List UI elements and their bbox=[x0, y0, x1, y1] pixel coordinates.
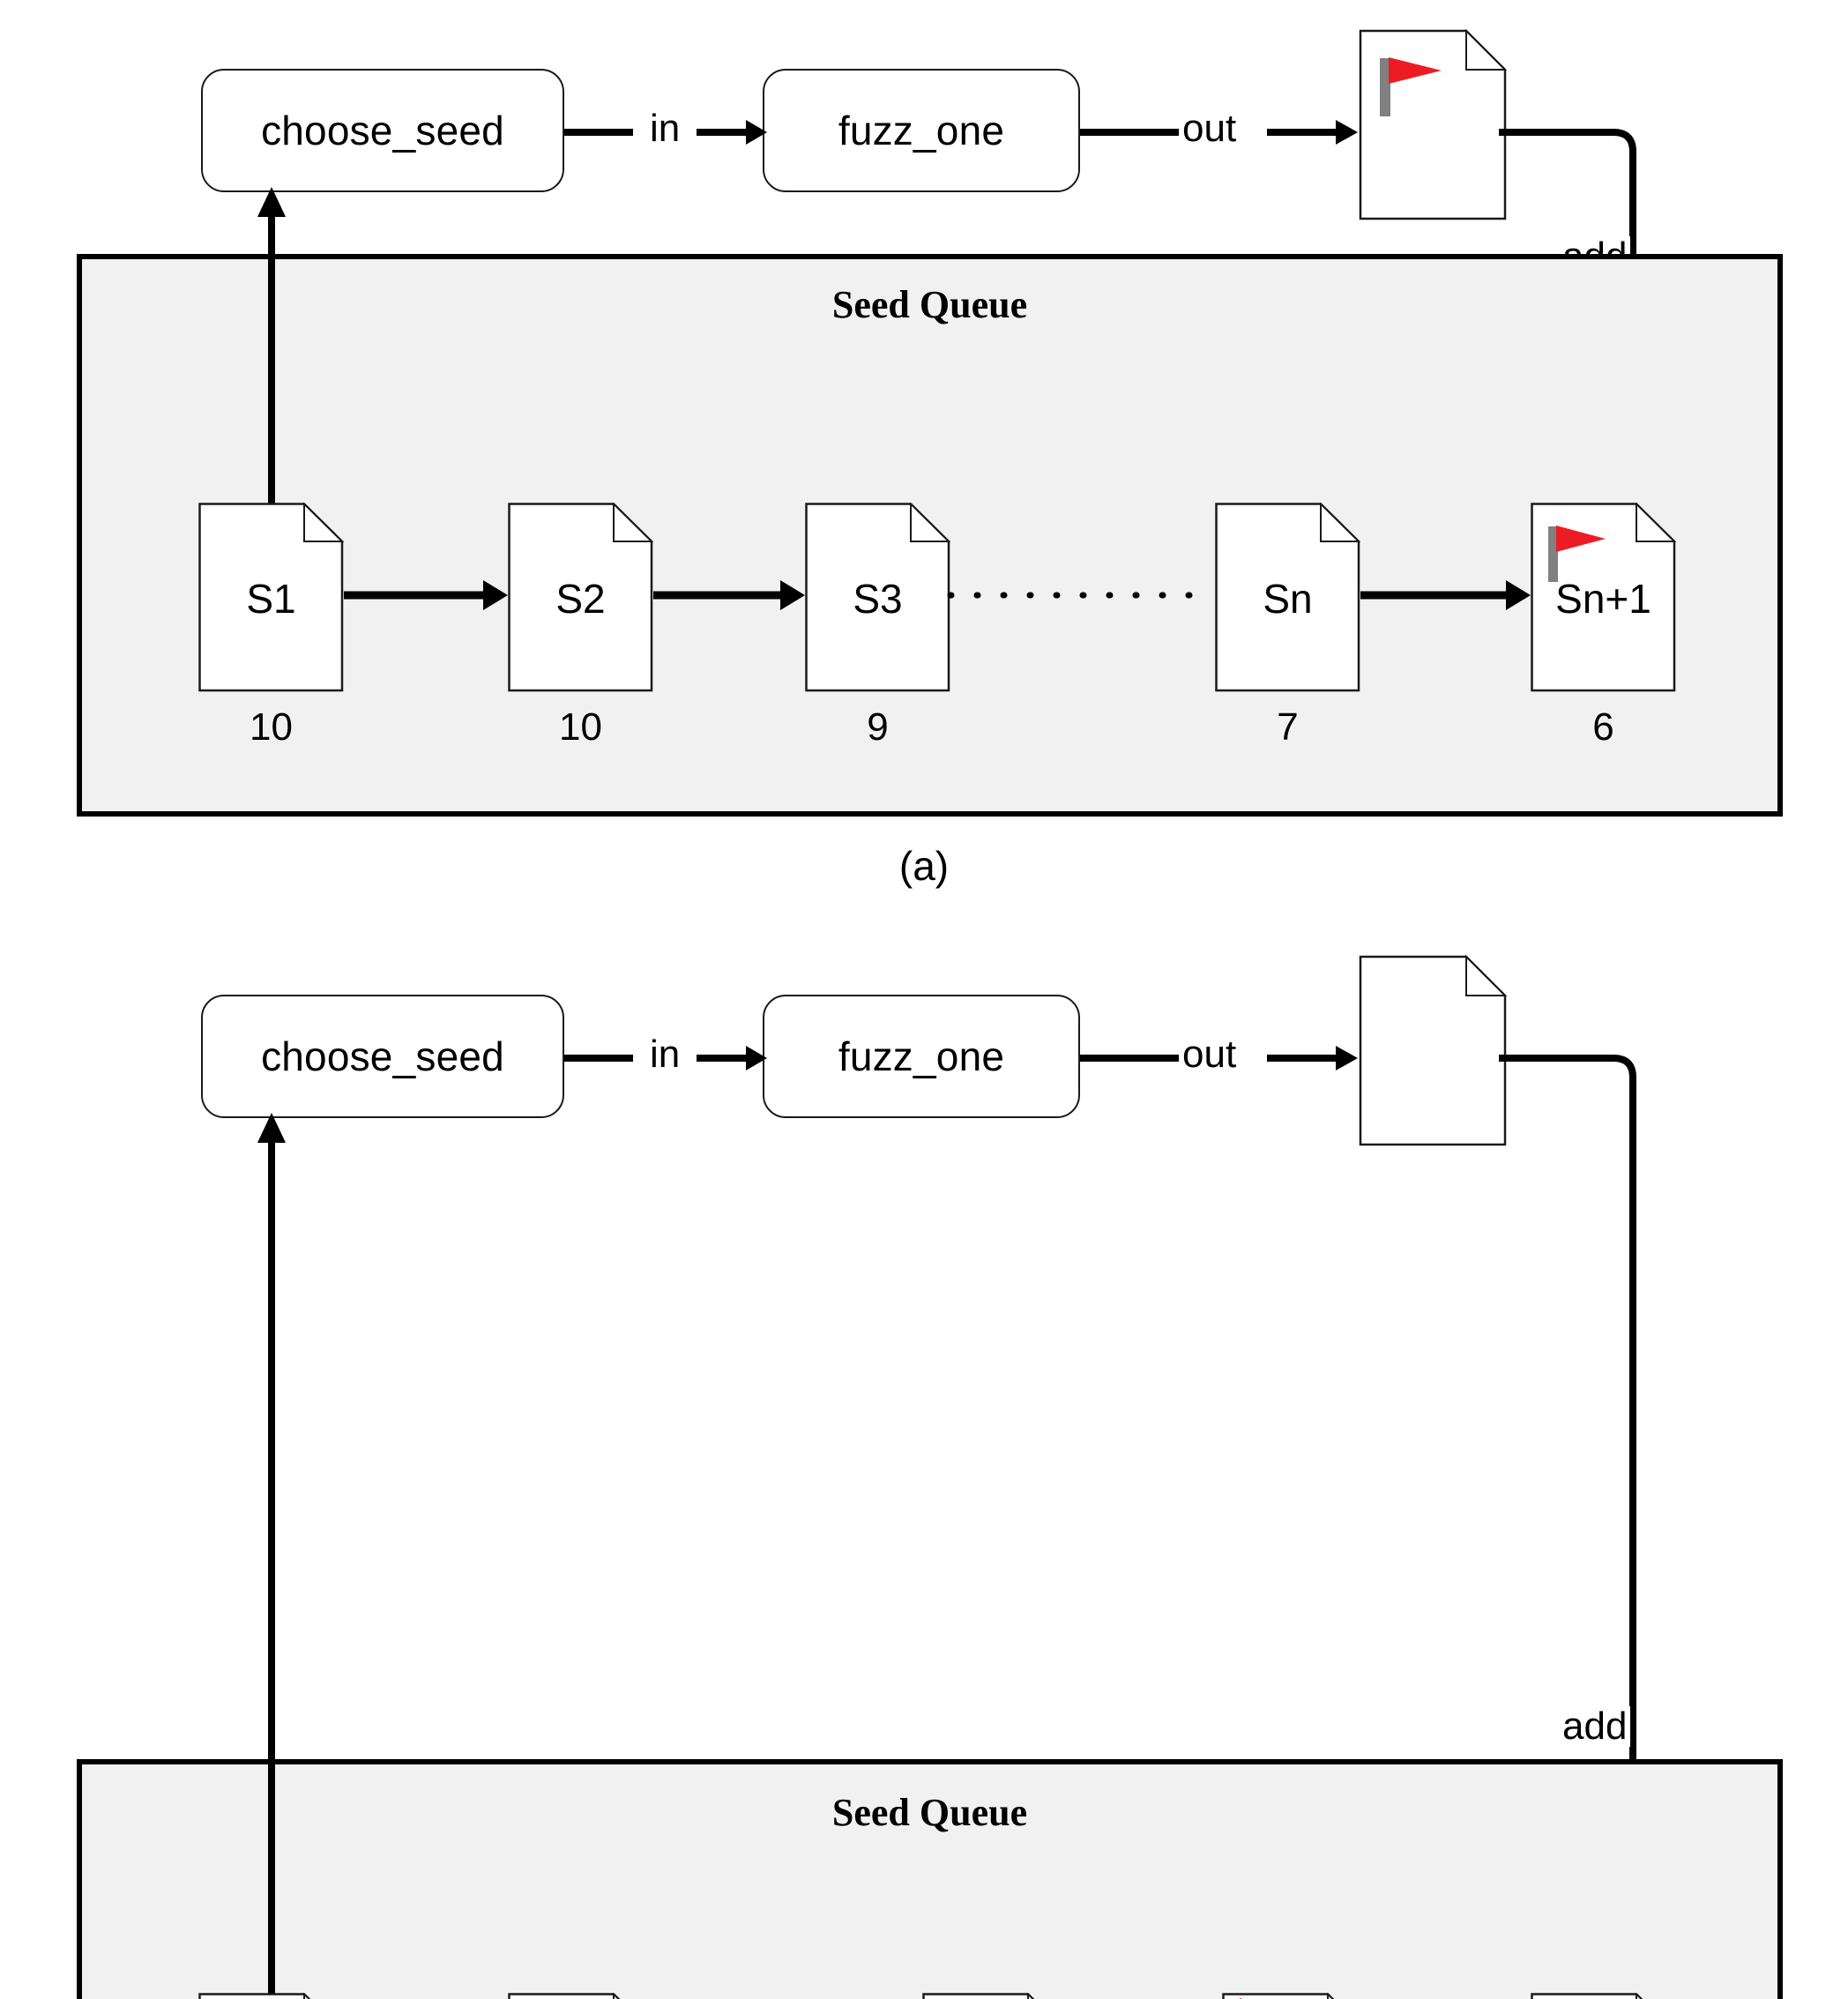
seed-queue-title-a: Seed Queue bbox=[831, 283, 1028, 326]
choose-seed-label-a: choose_seed bbox=[261, 108, 504, 153]
seed-energy-snplus1-a: 6 bbox=[1592, 705, 1614, 749]
fuzz-one-label-b: fuzz_one bbox=[838, 1033, 1005, 1079]
seed-doc-snplus1-b[interactable]: Sn+1 bbox=[1222, 1993, 1367, 1999]
seed-queue-title-b: Seed Queue bbox=[831, 1791, 1028, 1834]
edge-label-out-b: out bbox=[1179, 1033, 1241, 1076]
edge-queue-to-choose-a bbox=[254, 187, 289, 513]
choose-seed-box-a[interactable]: choose_seed bbox=[201, 69, 564, 192]
edge-sn-snp1-a bbox=[1360, 578, 1531, 613]
output-document-b[interactable] bbox=[1359, 955, 1507, 1146]
seed-doc-sn-a[interactable]: Sn bbox=[1215, 503, 1360, 692]
seed-energy-sn-a: 7 bbox=[1277, 705, 1299, 749]
seed-doc-snplus1-a[interactable]: Sn+1 bbox=[1531, 503, 1676, 692]
seed-doc-s3-a[interactable]: S3 bbox=[805, 503, 950, 692]
seed-doc-s3-b[interactable]: S3 bbox=[508, 1993, 653, 1999]
seed-queue-box-b bbox=[77, 1759, 1783, 1999]
choose-seed-box-b[interactable]: choose_seed bbox=[201, 995, 564, 1118]
panel-caption-a: (a) bbox=[898, 843, 950, 889]
edge-s1-s2-a bbox=[344, 578, 508, 613]
panel-b: choose_seed fuzz_one in out bbox=[0, 930, 1848, 1999]
edge-s3-sn-dotted-a bbox=[947, 578, 1218, 613]
seed-doc-snplus2-b[interactable]: Sn+2 bbox=[1531, 1993, 1676, 1999]
seed-doc-s2-b[interactable]: S2 bbox=[198, 1993, 344, 1999]
fuzz-one-label-a: fuzz_one bbox=[838, 108, 1005, 153]
edge-label-out-a: out bbox=[1179, 108, 1241, 150]
seed-doc-s1-a[interactable]: S1 bbox=[198, 503, 344, 692]
edge-label-in-a: in bbox=[646, 108, 684, 150]
seed-doc-s2-a[interactable]: S2 bbox=[508, 503, 653, 692]
edge-choose-to-fuzz-b bbox=[564, 1041, 767, 1076]
fuzz-one-box-b[interactable]: fuzz_one bbox=[763, 995, 1080, 1118]
choose-seed-label-b: choose_seed bbox=[261, 1033, 504, 1079]
flag-icon-a bbox=[1389, 57, 1442, 84]
edge-queue-to-choose-b bbox=[254, 1113, 289, 1999]
edge-label-add-b: add bbox=[1559, 1705, 1631, 1748]
edge-label-in-b: in bbox=[646, 1033, 684, 1076]
seed-energy-s2-a: 10 bbox=[559, 705, 602, 749]
seed-energy-s3-a: 9 bbox=[867, 705, 889, 749]
seed-energy-s1-a: 10 bbox=[250, 705, 293, 749]
flag-pole-a bbox=[1380, 58, 1390, 116]
output-document-a[interactable] bbox=[1359, 29, 1507, 220]
edge-fuzz-to-output-b bbox=[1080, 1041, 1358, 1076]
edge-fuzz-to-output-a bbox=[1080, 115, 1358, 150]
flag-icon-snplus1-a bbox=[1556, 526, 1606, 552]
panel-a: choose_seed fuzz_one in out bbox=[0, 0, 1848, 899]
edge-s2-s3-a bbox=[653, 578, 805, 613]
seed-doc-sn-b[interactable]: Sn bbox=[922, 1993, 1068, 1999]
edge-choose-to-fuzz-a bbox=[564, 115, 767, 150]
flag-pole-snplus1-a bbox=[1548, 526, 1558, 582]
fuzz-one-box-a[interactable]: fuzz_one bbox=[763, 69, 1080, 192]
